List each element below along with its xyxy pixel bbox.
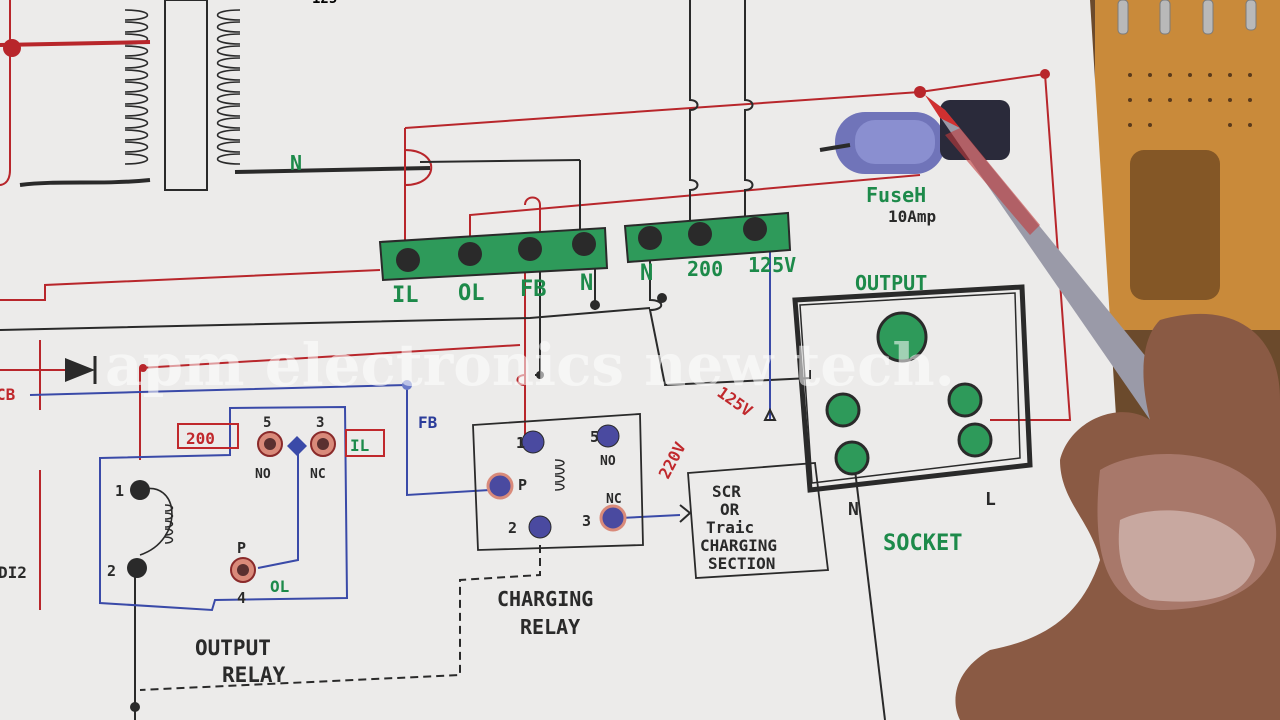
charging-relay-box — [472, 413, 644, 551]
charging-relay-title-1: CHARGING — [497, 587, 593, 611]
hand — [955, 313, 1280, 720]
watermark: apm electronics new tech. — [105, 331, 955, 399]
charging-relay-no: NO — [600, 454, 616, 469]
di2-label: DI2 — [0, 563, 27, 582]
scr-line-2: OR — [720, 500, 740, 519]
output-relay-tag-il: IL — [350, 436, 369, 455]
output-relay-pin3: 3 — [316, 415, 324, 431]
output-relay-title-1: OUTPUT — [195, 636, 271, 660]
output-relay-no: NO — [255, 467, 271, 482]
header-pins — [1117, 0, 1257, 35]
output-relay-title-2: RELAY — [222, 663, 286, 687]
perf-board-holes — [1128, 73, 1252, 127]
scr-line-1: SCR — [712, 482, 741, 501]
charging-relay-pin3: 3 — [582, 512, 591, 530]
socket — [792, 284, 1033, 493]
socket-output-label: OUTPUT — [855, 271, 927, 295]
socket-neutral-label: N — [848, 499, 859, 520]
terminal-strip-left — [378, 226, 609, 282]
fuse-holder-label: FuseH — [866, 183, 926, 207]
terminal-label-il: IL — [392, 283, 419, 308]
output-relay-tag-200: 200 — [186, 429, 215, 448]
junction-dots-dark — [130, 293, 667, 712]
output-relay-ol: OL — [270, 577, 289, 596]
wires — [0, 0, 1072, 720]
diode — [65, 356, 97, 384]
terminal-label-125v: 125V — [748, 253, 796, 277]
junction-dots — [139, 69, 1050, 372]
top-partial-label: 125 — [312, 0, 337, 7]
output-relay-nc: NC — [310, 467, 326, 482]
output-relay-pin2: 2 — [107, 562, 116, 580]
charging-relay-nc: NC — [606, 492, 622, 507]
fuse-rating-label: 10Amp — [888, 207, 936, 226]
scr-box — [687, 462, 830, 579]
charging-relay-pin1: 1 — [516, 434, 525, 452]
output-relay-p: P — [237, 539, 246, 557]
charging-relay-title-2: RELAY — [520, 615, 580, 639]
transformer-neutral-label: N — [290, 151, 302, 175]
charging-relay-pin2: 2 — [508, 519, 517, 537]
junction-dot-blue — [402, 380, 412, 390]
terminal-strip-right — [623, 211, 792, 264]
terminal-label-n-left: N — [580, 271, 593, 296]
socket-live-label: L — [985, 489, 996, 510]
scr-line-3: Traic — [706, 518, 754, 537]
charging-relay-p: P — [518, 476, 527, 494]
paper-sheet — [0, 0, 1135, 720]
output-relay-pin1: 1 — [115, 482, 124, 500]
charging-relay-pin5: 5 — [590, 428, 599, 446]
scr-line-4: CHARGING — [700, 536, 777, 555]
shadow-blob — [1130, 150, 1220, 300]
scr-line-5: SECTION — [708, 554, 775, 573]
transformer — [0, 0, 431, 191]
socket-title: SOCKET — [883, 531, 962, 556]
terminal-label-n-right: N — [640, 261, 653, 286]
fb-wire-label: FB — [418, 413, 438, 432]
terminal-label-200: 200 — [687, 257, 723, 281]
output-relay-pin5: 5 — [263, 415, 271, 431]
output-relay-box — [99, 405, 385, 612]
output-relay-pin4: 4 — [237, 589, 246, 607]
terminal-label-fb: FB — [520, 277, 547, 302]
cb-label: CB — [0, 385, 16, 404]
terminal-label-ol: OL — [458, 281, 485, 306]
